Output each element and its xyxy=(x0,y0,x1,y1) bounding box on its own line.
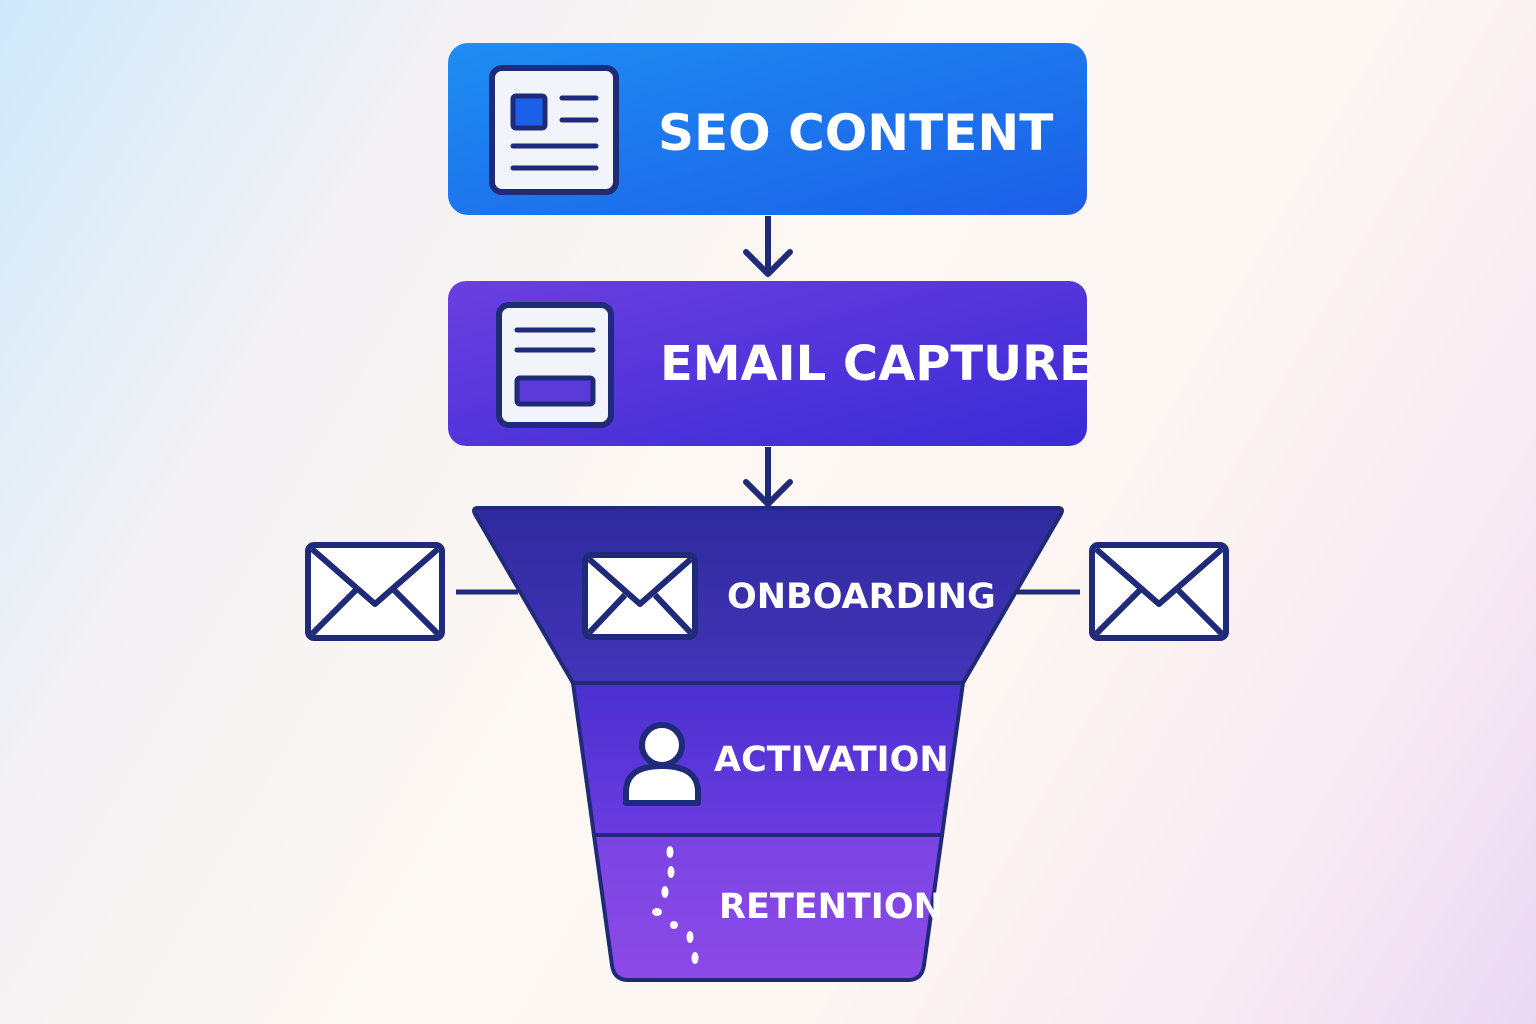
arrow-down-icon xyxy=(743,447,793,507)
email-capture-label: EMAIL CAPTURE xyxy=(660,336,1092,392)
right-envelope-icon xyxy=(1089,542,1229,641)
envelope-icon xyxy=(582,552,698,640)
retention-stage: RETENTION xyxy=(591,833,945,982)
activation-stage: ACTIVATION xyxy=(570,681,966,837)
arrow-down-icon xyxy=(743,216,793,277)
form-icon xyxy=(496,302,614,428)
seo-content-label: SEO CONTENT xyxy=(658,104,1053,162)
seo-content-stage: SEO CONTENT xyxy=(448,43,1087,215)
left-envelope-icon xyxy=(305,542,445,641)
retention-label: RETENTION xyxy=(719,887,943,927)
email-capture-stage: EMAIL CAPTURE xyxy=(448,281,1092,446)
activation-label: ACTIVATION xyxy=(714,740,949,780)
onboarding-label: ONBOARDING xyxy=(727,577,996,617)
dotted-path-icon xyxy=(652,846,699,964)
user-icon xyxy=(623,722,701,806)
onboarding-stage: ONBOARDING xyxy=(472,506,1064,685)
article-icon xyxy=(489,65,619,195)
